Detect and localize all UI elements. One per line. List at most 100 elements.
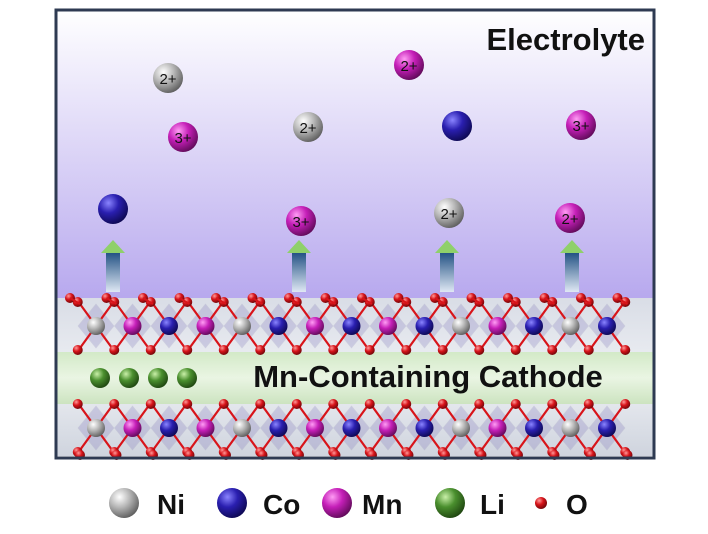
lattice-o-atom (109, 399, 120, 409)
dissolution-arrows (101, 240, 584, 292)
ion-co (442, 111, 472, 141)
lattice-mn-atom (196, 317, 215, 335)
lattice-co-atom (415, 317, 434, 335)
lattice-co-atom (598, 419, 616, 437)
ion-charge-label: 3+ (572, 118, 589, 135)
bond (361, 297, 373, 305)
arrow-shaft (565, 252, 579, 292)
lattice-o-atom (182, 399, 193, 409)
lattice-o-atom (583, 399, 594, 409)
bond (470, 297, 483, 305)
lattice-li-atom (177, 368, 197, 388)
legend-ni-swatch (109, 488, 139, 518)
lattice-mn-atom (306, 419, 324, 437)
ion-mn (566, 110, 596, 140)
ion-mn (286, 206, 316, 236)
lattice-o-atom (547, 399, 558, 409)
cathode-slab (57, 293, 653, 460)
lattice-mn-atom (306, 317, 324, 335)
legend-o-swatch (535, 497, 547, 509)
lattice-mn-atom (123, 419, 142, 437)
lattice-ni-atom (452, 317, 470, 335)
lattice-o-atom (583, 345, 594, 355)
ion-mn (555, 203, 585, 233)
lattice-o-atom (401, 399, 412, 409)
lattice-co-atom (342, 317, 361, 335)
lattice-li-atom (90, 368, 110, 388)
bond (616, 297, 629, 305)
lattice-ni-atom (233, 419, 251, 437)
lattice-ni-atom (87, 317, 105, 335)
ion-charge-label: 2+ (299, 120, 316, 137)
ion-charge-label: 2+ (159, 71, 176, 88)
lattice-mn-atom (196, 419, 215, 437)
lattice-mn-atom (379, 419, 397, 437)
bond (434, 297, 446, 305)
lattice-mn-atom (379, 317, 397, 335)
ion-ni (293, 112, 323, 142)
bond (215, 297, 227, 305)
lattice-o-atom (182, 345, 193, 355)
electrolyte-region (56, 10, 654, 300)
lattice-o-atom (474, 345, 485, 355)
bond (288, 297, 300, 305)
lattice-li-atom (148, 368, 168, 388)
lattice-o-atom (328, 399, 339, 409)
bond (507, 297, 519, 305)
lattice-ni-atom (561, 419, 580, 437)
lattice-mn-atom (488, 317, 507, 335)
lattice-o-atom (620, 399, 631, 409)
legend-ni-label: Ni (157, 489, 185, 520)
lattice-co-atom (160, 419, 178, 437)
lattice-ni-atom (87, 419, 105, 437)
ion-co (98, 194, 128, 224)
arrow-shaft (106, 252, 120, 292)
lattice-o-atom (72, 399, 83, 409)
lattice-ni-atom (452, 419, 470, 437)
arrow-head (435, 240, 459, 253)
ion-mn (394, 50, 424, 80)
lattice-co-atom (598, 317, 616, 335)
lattice-o-atom (328, 345, 339, 355)
ion-ni (434, 198, 464, 228)
lattice-mn-atom (123, 317, 142, 335)
bond (69, 297, 81, 305)
lattice-o-atom (218, 345, 229, 355)
ion-charge-label: 2+ (400, 58, 417, 75)
dissolved-ions: 2+3+2+3+2+2+3+2+ (98, 50, 596, 236)
lattice-o-atom (547, 345, 558, 355)
arrow-head (287, 240, 311, 253)
lattice-o-atom (291, 399, 302, 409)
ion-ni (153, 63, 183, 93)
ion-charge-label: 2+ (561, 211, 578, 228)
arrow-head (101, 240, 125, 253)
lattice-o-atom (255, 399, 266, 409)
lattice-ni-atom (561, 317, 580, 335)
lattice-li-atom (119, 368, 139, 388)
lattice-co-atom (525, 419, 543, 437)
bond (397, 297, 410, 305)
legend-mn-swatch (322, 488, 352, 518)
lattice-o-atom (218, 399, 229, 409)
lattice-co-atom (269, 419, 288, 437)
lattice-o-atom (510, 345, 521, 355)
lattice-o-atom (72, 345, 83, 355)
lattice-o-atom (620, 345, 631, 355)
legend-co-swatch (217, 488, 247, 518)
bond (543, 297, 556, 305)
legend-co-label: Co (263, 489, 300, 520)
lattice-o-atom (437, 399, 448, 409)
lattice-o-atom (510, 399, 521, 409)
lattice-co-atom (525, 317, 543, 335)
ion-mn (168, 122, 198, 152)
bond (142, 297, 154, 305)
lattice-o-atom (145, 345, 156, 355)
lattice-o-atom (109, 345, 120, 355)
ion-charge-label: 3+ (174, 130, 191, 147)
lattice-co-atom (160, 317, 178, 335)
electrolyte-label: Electrolyte (486, 22, 645, 57)
legend-o-label: O (566, 489, 588, 520)
bond (580, 297, 592, 305)
